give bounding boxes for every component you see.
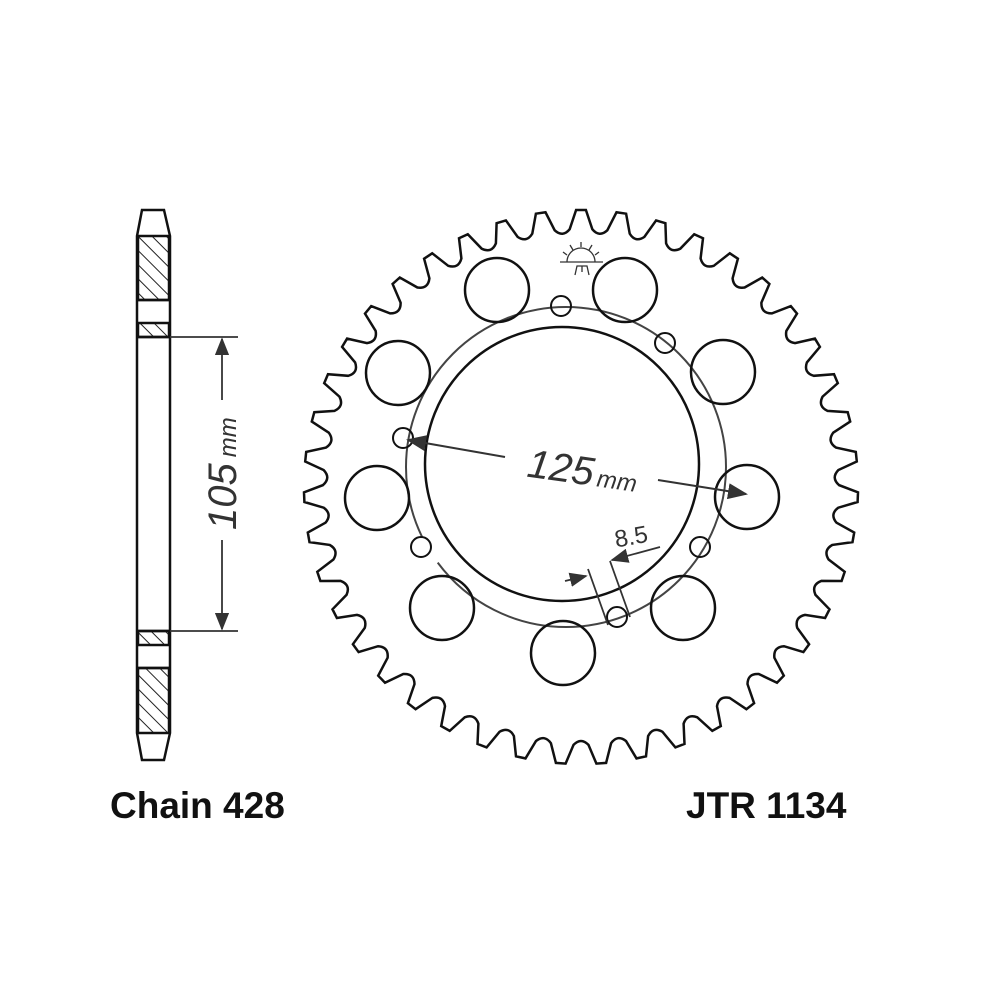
bolt-circle: [405, 306, 727, 628]
bolt-hole: [392, 427, 414, 449]
lightening-hole: [364, 339, 432, 407]
hatch-top-outer: [136, 234, 171, 302]
chain-caption: Chain 428: [110, 785, 285, 826]
lightening-hole: [529, 619, 597, 687]
hatch-top-inner: [136, 321, 171, 339]
side-profile-outline: [135, 208, 172, 762]
bolt-hole: [606, 606, 628, 628]
lightening-hole: [343, 464, 411, 532]
lightening-hole: [649, 574, 717, 642]
jt-logo: [560, 242, 603, 276]
hatch-bottom-outer: [136, 666, 171, 735]
side-view: [135, 208, 172, 762]
bolt-hole: [550, 295, 572, 317]
lightening-hole: [591, 256, 659, 324]
center-bore: [423, 325, 701, 603]
lightening-hole: [463, 256, 531, 324]
lightening-holes: [343, 256, 781, 687]
lightening-hole: [689, 338, 757, 406]
front-view: [302, 208, 860, 765]
dimension-8-5-label: 8.5: [612, 521, 650, 553]
dimension-125: [406, 435, 748, 500]
bolt-hole: [410, 536, 432, 558]
dimension-105-label: 105mm: [201, 417, 245, 530]
bolt-hole: [689, 536, 711, 558]
bolt-holes: [392, 295, 711, 628]
bolt-hole: [654, 332, 676, 354]
hatch-bottom-inner: [136, 629, 171, 647]
lightening-hole: [408, 574, 476, 642]
lightening-hole: [713, 463, 781, 531]
dimension-125-label: 125mm: [525, 442, 641, 501]
dimension-8-5: [564, 546, 661, 626]
sprocket-teeth-outline: [302, 208, 860, 765]
dimension-105: [170, 336, 238, 632]
part-number-caption: JTR 1134: [686, 785, 847, 826]
